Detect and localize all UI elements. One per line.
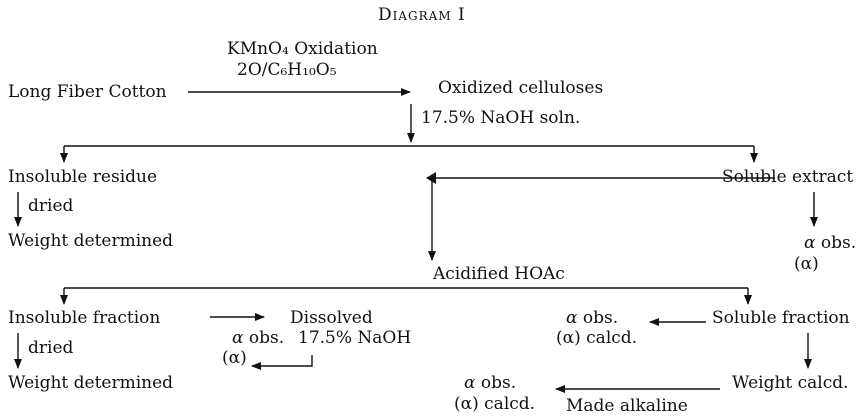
alpha-obs-extract: α obs.: [804, 233, 856, 253]
obs-label: obs.: [820, 233, 857, 253]
obs-label: obs.: [248, 328, 285, 348]
node-insoluble-fraction: Insoluble fraction: [8, 308, 161, 328]
alpha-obs-soluble: α obs.: [566, 308, 618, 328]
label-made-alkaline: Made alkaline: [566, 396, 688, 416]
node-long-fiber-cotton: Long Fiber Cotton: [8, 82, 167, 102]
alpha-obs-dissolved: α obs.: [232, 328, 284, 348]
calcd-label: calcd.: [586, 328, 638, 348]
node-oxidized-celluloses: Oxidized celluloses: [438, 78, 604, 98]
alpha-paren-extract: (α): [794, 254, 819, 274]
node-dissolved: Dissolved: [290, 308, 373, 328]
alpha-symbol: α: [232, 328, 244, 348]
node-soluble-extract: Soluble extract: [722, 167, 854, 187]
alpha-symbol: α: [464, 373, 476, 393]
label-dissolved-naoh: 17.5% NaOH: [298, 328, 412, 348]
alpha-symbol: α: [804, 233, 816, 253]
reagent-line-1: KMnO₄ Oxidation: [227, 39, 378, 59]
obs-label: obs.: [480, 373, 517, 393]
node-soluble-fraction: Soluble fraction: [712, 308, 850, 328]
node-acidified-hoac: Acidified HOAc: [433, 264, 565, 284]
alpha-paren-dissolved: (α): [222, 348, 247, 368]
node-weight-determined-1: Weight determined: [8, 231, 174, 251]
label-dried-2: dried: [28, 338, 74, 358]
node-insoluble-residue: Insoluble residue: [8, 167, 158, 187]
alpha-symbol: α: [566, 308, 578, 328]
alpha-calcd-soluble: (α) calcd.: [556, 328, 637, 348]
label-naoh-soln: 17.5% NaOH soln.: [421, 108, 581, 128]
obs-label: obs.: [582, 308, 619, 328]
node-weight-determined-2: Weight determined: [8, 373, 174, 393]
alpha-paren: (α): [556, 328, 581, 348]
alpha-obs-alkaline: α obs.: [464, 373, 516, 393]
calcd-label: calcd.: [484, 394, 536, 414]
node-weight-calcd: Weight calcd.: [732, 373, 849, 393]
alpha-calcd-alkaline: (α) calcd.: [454, 394, 535, 414]
label-dried-1: dried: [28, 196, 74, 216]
reagent-line-2: 2O/C₆H₁₀O₅: [237, 60, 337, 80]
diagram-title: Diagram I: [378, 5, 466, 25]
arrow-dissolved-alpha: [251, 355, 313, 370]
arrowhead-acid: [426, 172, 436, 184]
alpha-paren: (α): [454, 394, 479, 414]
